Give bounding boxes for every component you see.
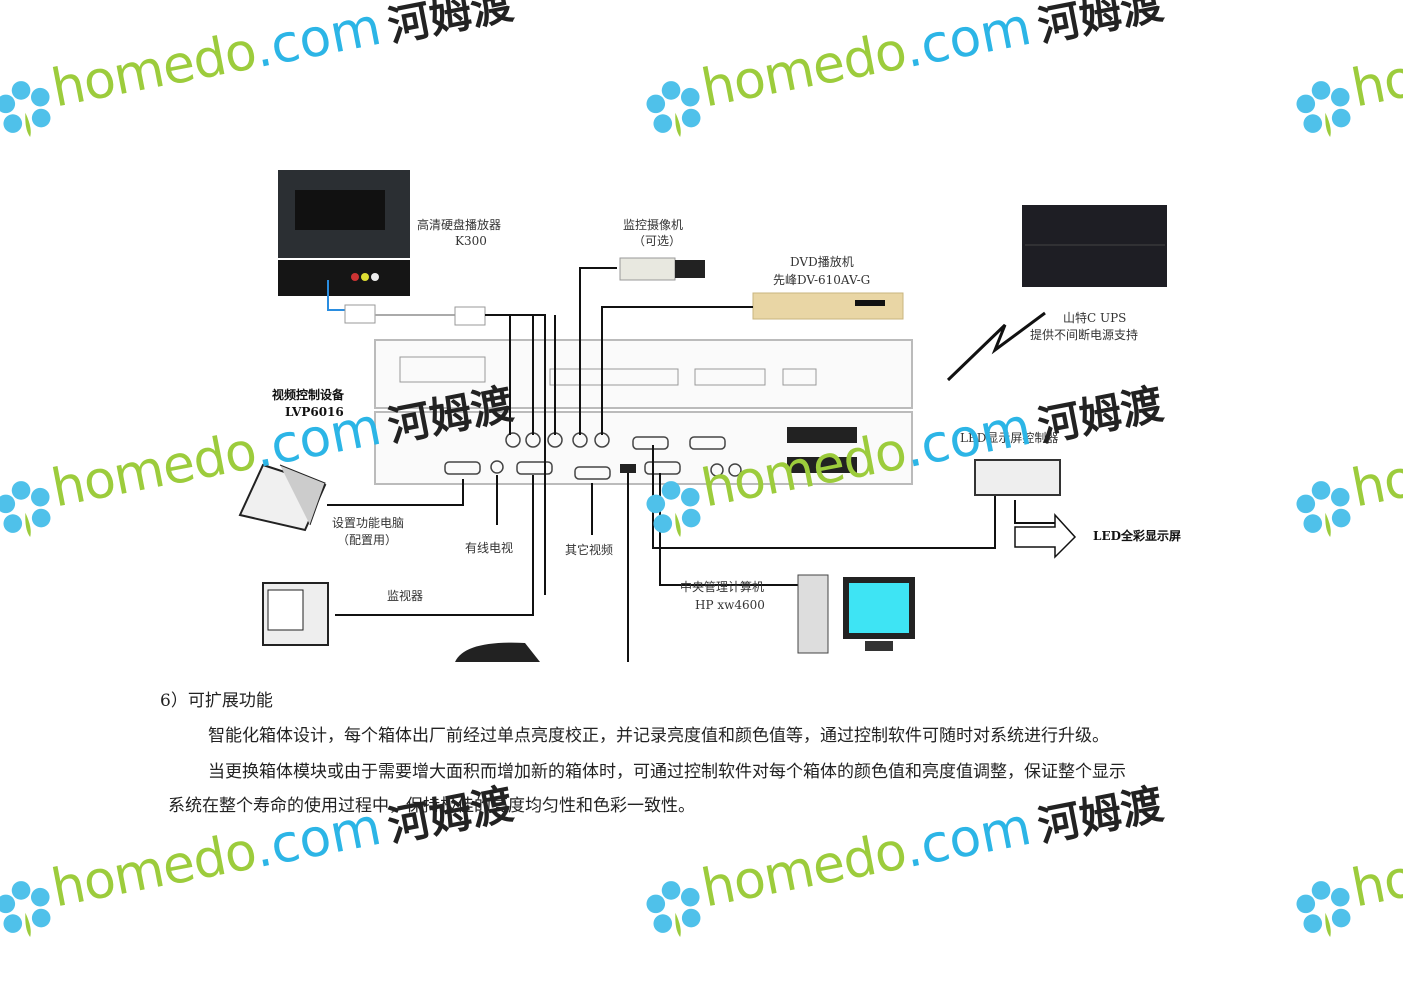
dvd-label: DVD播放机	[790, 255, 854, 269]
flower-logo-icon	[646, 80, 701, 137]
hd-player-label: 高清硬盘播放器	[417, 218, 502, 232]
flower-logo-icon	[0, 480, 51, 537]
other-video-label: 其它视频	[565, 543, 614, 557]
watermark: homedo.com河姆渡	[636, 770, 1170, 944]
central-pc-label: 中央管理计算机	[680, 580, 765, 594]
watermark: homedo.com河姆渡	[636, 0, 1170, 144]
system-diagram: 高清硬盘播放器 K300 监控摄像机 （可选） DVD播放机 先峰DV-610A…	[235, 165, 1205, 662]
diagram-graphics	[238, 170, 1167, 662]
flower-logo-icon	[1296, 880, 1351, 937]
paragraph-2-line-1: 当更换箱体模块或由于需要增大面积而增加新的箱体时，可通过控制软件对每个箱体的颜色…	[208, 762, 1126, 782]
led-screen-label: LED全彩显示屏	[1093, 529, 1181, 543]
flower-logo-icon	[0, 880, 51, 937]
hd-player-model: K300	[455, 234, 487, 248]
led-controller-label: LED显示屏控制器	[960, 431, 1059, 445]
section-heading: 6）可扩展功能	[160, 691, 273, 711]
watermark: homedo.com河姆渡	[1286, 0, 1403, 144]
monitor-label: 监视器	[387, 589, 424, 603]
central-pc-model: HP xw4600	[695, 598, 765, 612]
flower-logo-icon	[1296, 80, 1351, 137]
controller-model: LVP6016	[285, 405, 344, 419]
paragraph-2-line-2: 系统在整个寿命的使用过程中，保持极佳的亮度均匀性和色彩一致性。	[168, 796, 695, 816]
dvd-model: 先峰DV-610AV-G	[773, 273, 871, 287]
setup-pc-label: 设置功能电脑	[332, 516, 405, 530]
flower-logo-icon	[646, 880, 701, 937]
flower-logo-icon	[1296, 480, 1351, 537]
cable-tv-label: 有线电视	[465, 541, 514, 555]
flower-logo-icon	[0, 80, 51, 137]
watermark: homedo.com河姆渡	[0, 0, 520, 144]
watermark: homedo.com河姆渡	[1286, 370, 1403, 544]
ups-note: 提供不间断电源支持	[1030, 328, 1139, 342]
paragraph-1: 智能化箱体设计，每个箱体出厂前经过单点亮度校正，并记录亮度值和颜色值等，通过控制…	[208, 726, 1109, 746]
camera-note: （可选）	[633, 234, 682, 248]
ups-label: 山特C UPS	[1063, 311, 1127, 325]
watermark: homedo.com河姆渡	[1286, 770, 1403, 944]
camera-label: 监控摄像机	[623, 218, 684, 232]
controller-label: 视频控制设备	[272, 388, 345, 402]
setup-pc-note: （配置用）	[337, 533, 398, 547]
